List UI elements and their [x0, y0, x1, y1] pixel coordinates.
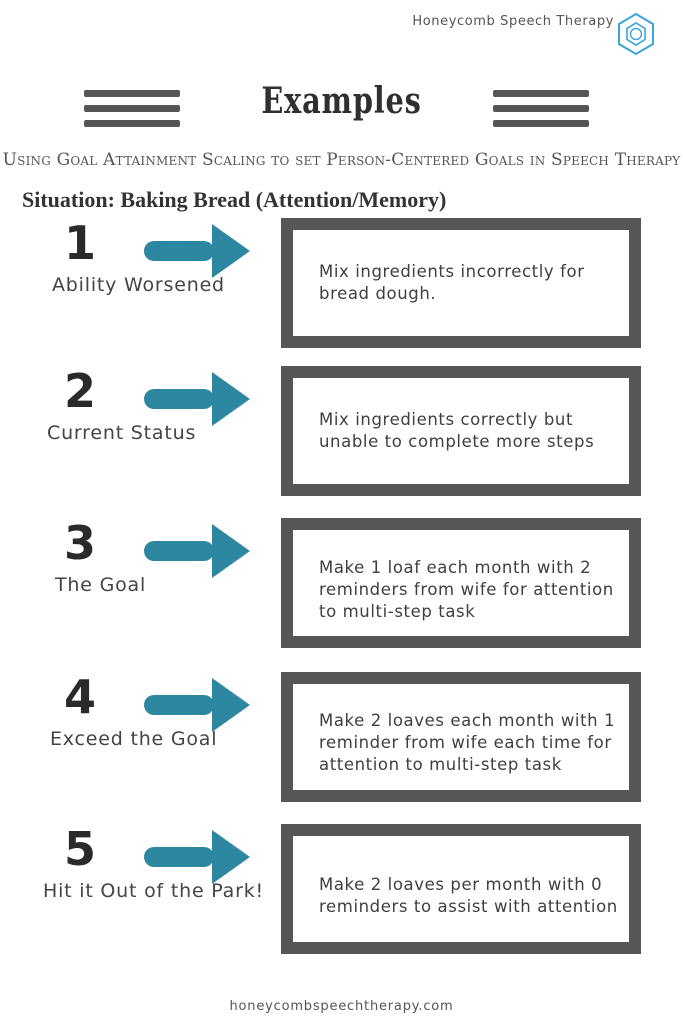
level-description-box: Mix ingredients incorrectly for bread do… [281, 218, 641, 348]
level-row-1: 1 Ability Worsened Mix ingredients incor… [0, 218, 683, 353]
level-row-4: 4 Exceed the Goal Make 2 loaves each mon… [0, 672, 683, 807]
level-label: Ability Worsened [52, 274, 225, 296]
level-description-box: Make 1 loaf each month with 2 reminders … [281, 518, 641, 648]
level-label: The Goal [55, 574, 147, 596]
level-number: 3 [64, 516, 97, 570]
level-row-5: 5 Hit it Out of the Park! Make 2 loaves … [0, 824, 683, 959]
situation-heading: Situation: Baking Bread (Attention/Memor… [22, 187, 447, 212]
decorative-bars-left [84, 90, 180, 135]
level-description: Make 2 loaves each month with 1 reminder… [319, 711, 616, 774]
hexagon-logo-icon [618, 12, 654, 56]
right-arrow-icon [144, 372, 250, 426]
level-description-box: Mix ingredients correctly but unable to … [281, 366, 641, 496]
level-row-3: 3 The Goal Make 1 loaf each month with 2… [0, 518, 683, 653]
level-description-box: Make 2 loaves each month with 1 reminder… [281, 672, 641, 802]
level-description: Mix ingredients incorrectly for bread do… [319, 262, 585, 303]
level-number: 1 [64, 216, 97, 270]
level-label: Current Status [47, 422, 197, 444]
level-label: Exceed the Goal [50, 728, 218, 750]
right-arrow-icon [144, 524, 250, 578]
page-title: Examples [261, 80, 422, 122]
right-arrow-icon [144, 830, 250, 884]
level-number: 5 [64, 822, 97, 876]
decorative-bars-right [493, 90, 589, 135]
level-row-2: 2 Current Status Mix ingredients correct… [0, 366, 683, 501]
page-subtitle: Using Goal Attainment Scaling to set Per… [2, 150, 681, 170]
level-description: Mix ingredients correctly but unable to … [319, 410, 595, 451]
level-label: Hit it Out of the Park! [43, 880, 264, 902]
right-arrow-icon [144, 224, 250, 278]
right-arrow-icon [144, 678, 250, 732]
level-description: Make 2 loaves per month with 0 reminders… [319, 875, 618, 916]
brand-name: Honeycomb Speech Therapy [412, 14, 614, 29]
level-number: 4 [64, 670, 97, 724]
level-number: 2 [64, 364, 97, 418]
footer-website: honeycombspeechtherapy.com [229, 999, 454, 1014]
level-description: Make 1 loaf each month with 2 reminders … [319, 558, 614, 621]
level-description-box: Make 2 loaves per month with 0 reminders… [281, 824, 641, 954]
